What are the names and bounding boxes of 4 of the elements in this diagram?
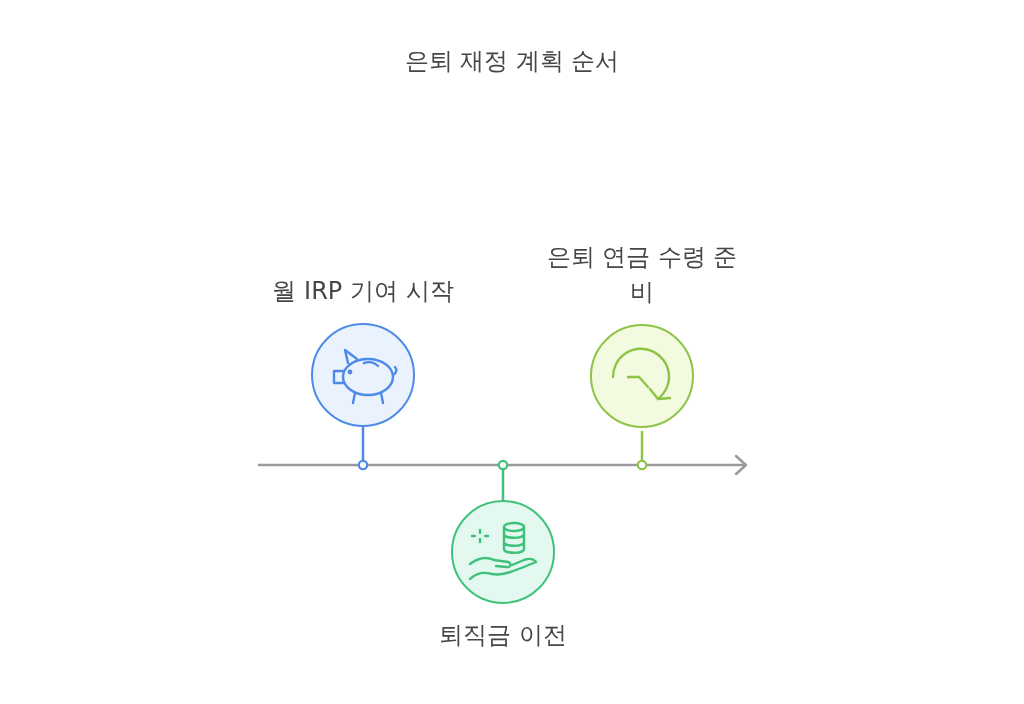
milestone-label: 월 IRP 기여 시작 [272,276,454,307]
milestone-label: 은퇴 연금 수령 준비 [545,242,739,308]
diagram-title: 은퇴 재정 계획 순서 [404,46,620,77]
milestone-label: 퇴직금 이전 [439,620,567,651]
